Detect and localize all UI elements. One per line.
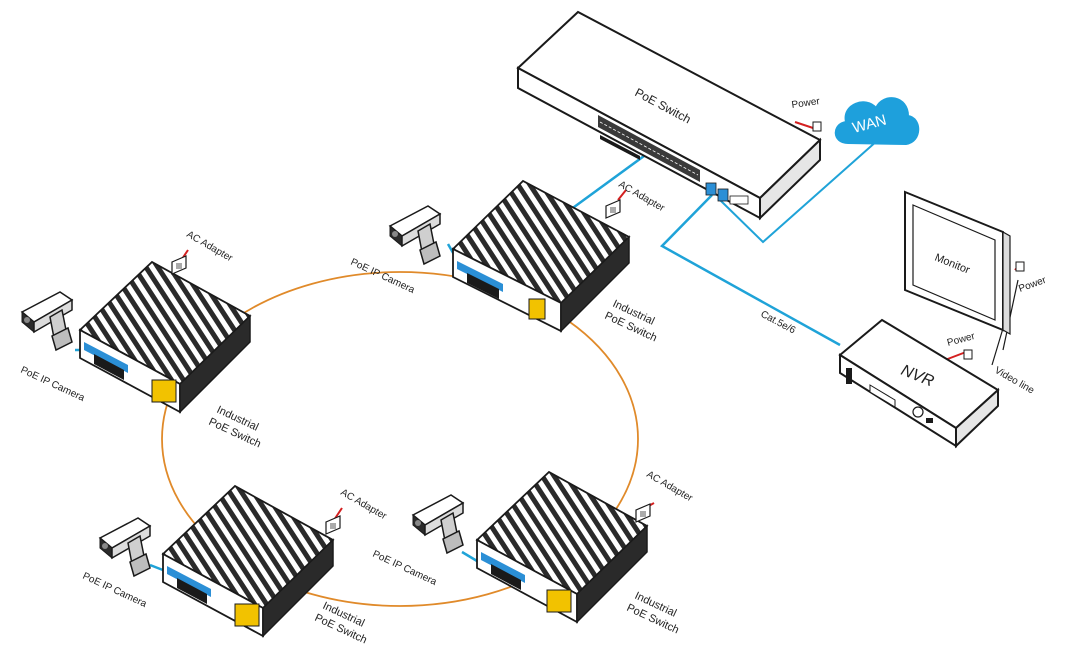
ip-camera-icon (412, 494, 464, 554)
cat-cable-label: Cat.5e/6 (759, 309, 798, 337)
power-cords (179, 121, 1023, 521)
ac-adapter-icon (171, 255, 187, 275)
camera-label: PoE IP Camera (19, 365, 87, 404)
ac-adapter-label: AC Adapter (339, 487, 389, 522)
ac-adapter-label: AC Adapter (617, 179, 667, 214)
monitor-power-label: Power (1017, 275, 1048, 295)
nvr-power-label: Power (946, 331, 977, 349)
wan-cloud: WAN (834, 97, 920, 146)
industrial-switch-top (451, 179, 631, 333)
core-power-label: Power (791, 96, 821, 111)
ip-camera-icon (99, 517, 151, 577)
monitor: Monitor Power (904, 190, 1048, 336)
ip-camera-icon (389, 205, 441, 265)
core-poe-switch: PoE Switch Power (516, 10, 822, 221)
ac-adapter-icon (605, 199, 621, 219)
camera-label: PoE IP Camera (371, 549, 439, 588)
ac-adapter-label: AC Adapter (185, 229, 235, 264)
camera-label: PoE IP Camera (81, 571, 149, 610)
video-line-label: Video line (993, 365, 1037, 397)
ip-camera-icon (21, 291, 73, 351)
industrial-switch-left (78, 260, 252, 414)
cloud-icon (834, 97, 920, 146)
ac-adapter-label: AC Adapter (645, 469, 695, 504)
nvr: NVR Power Video line (838, 318, 1037, 449)
industrial-switch-bottom-right (475, 470, 649, 624)
ac-adapter-icon (635, 503, 651, 523)
ring-connection (161, 271, 639, 607)
camera-label: PoE IP Camera (349, 257, 417, 296)
ac-adapter-icon (325, 515, 341, 535)
industrial-switch-bottom-left (161, 484, 335, 638)
